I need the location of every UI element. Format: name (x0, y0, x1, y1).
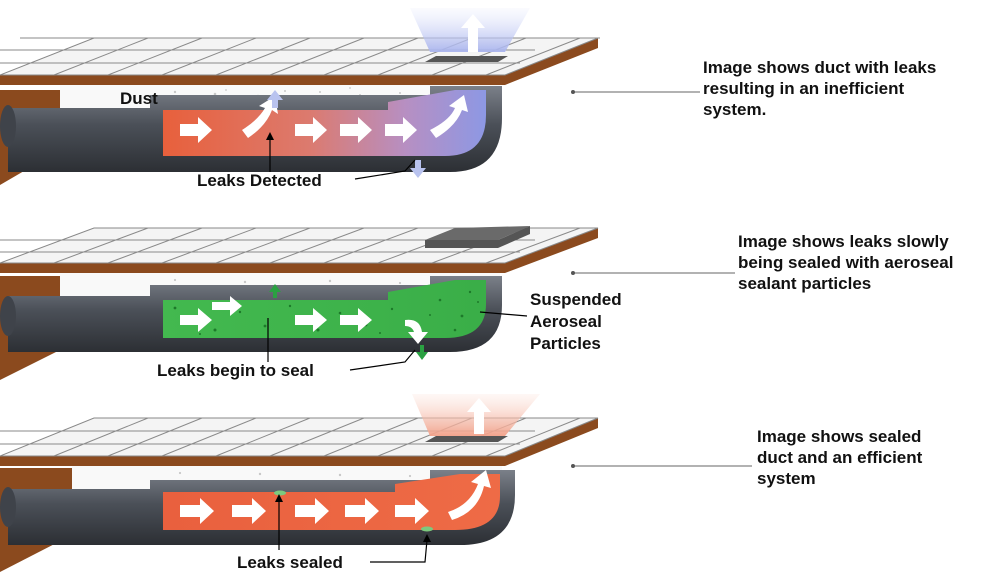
turning-arrow (242, 96, 278, 138)
turning-arrow (405, 319, 428, 344)
vent-cover (425, 226, 530, 248)
flow-arrows (180, 296, 372, 332)
flow-arrows (180, 498, 429, 524)
duct-end (0, 105, 16, 147)
leak-up-arrow (267, 90, 283, 108)
leak-up-arrow (269, 284, 281, 298)
flow-arrows (180, 117, 417, 143)
leak-down-arrow (416, 345, 428, 360)
vent-air-arrow (461, 14, 485, 52)
callout-leak-bottom (370, 539, 428, 563)
turning-arrow (448, 470, 491, 520)
vent-air-arrow (467, 398, 491, 434)
label-leaks-begin-to-seal: Leaks begin to seal (157, 361, 314, 380)
ceiling-vent (425, 436, 508, 442)
panel-sealed: Leaks sealed Image shows sealed duct and… (0, 394, 927, 572)
sealed-spot-top (274, 490, 286, 496)
leak-down-arrow (410, 160, 426, 178)
roof-board (0, 228, 598, 273)
turning-arrow-2 (430, 95, 468, 138)
label-suspended-particles: Suspended Aeroseal Particles (530, 290, 626, 353)
roof-board (0, 38, 598, 85)
label-leaks-sealed: Leaks sealed (237, 553, 343, 572)
ceiling-vent (425, 56, 508, 62)
duct-end (0, 487, 16, 527)
label-leaks-detected: Leaks Detected (197, 171, 322, 190)
description-leaking: Image shows duct with leaks resulting in… (703, 58, 941, 119)
description-sealed: Image shows sealed duct and an efficient… (757, 427, 927, 488)
panel-leaking: Dust Leaks Detected Image shows duct wit… (0, 8, 941, 190)
duct-end (0, 296, 16, 336)
callout-leak-down (349, 349, 416, 371)
sealed-spot-bottom (421, 526, 433, 532)
description-sealing: Image shows leaks slowly being sealed wi… (738, 232, 958, 293)
callout-particles (479, 311, 528, 317)
panel-sealing: Leaks begin to seal Suspended Aeroseal P… (0, 226, 958, 380)
callout-leak-down (354, 159, 416, 180)
label-dust: Dust (120, 89, 158, 108)
